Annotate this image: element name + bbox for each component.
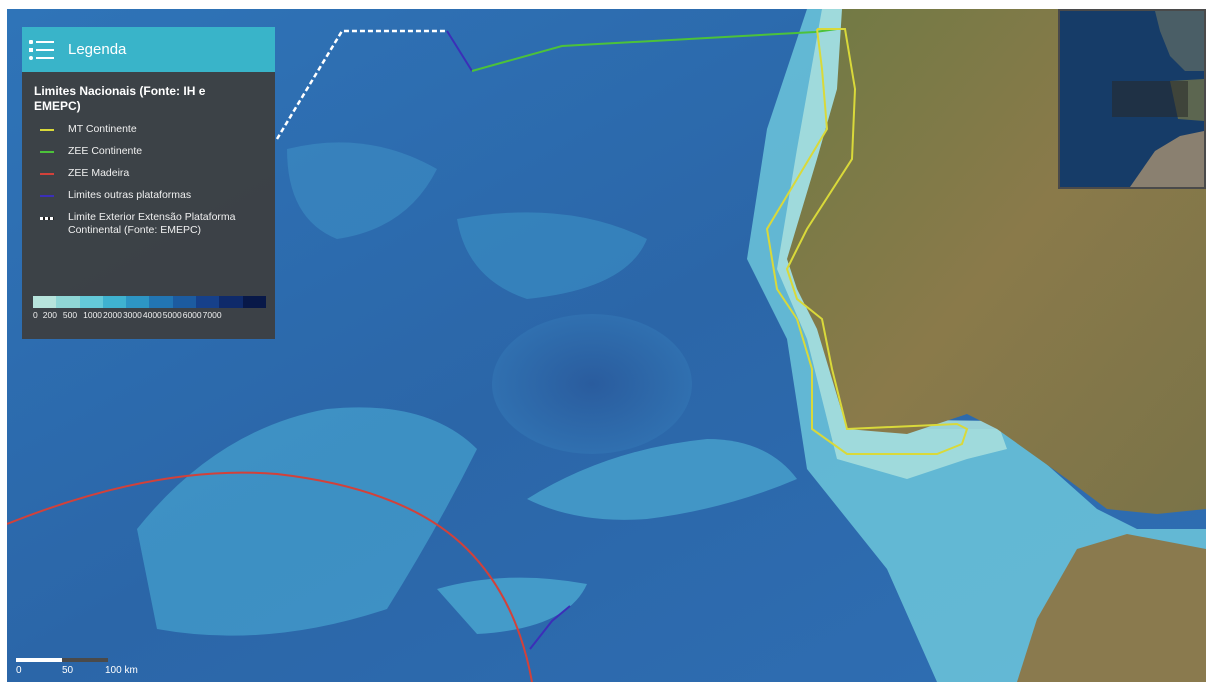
land-morocco bbox=[1017, 534, 1206, 682]
legend-title: Legenda bbox=[68, 41, 127, 58]
depth-scale-label: 2000 bbox=[103, 310, 122, 320]
legend-item-mt-continente: MT Continente bbox=[34, 123, 263, 136]
zee-madeira-swatch bbox=[40, 173, 54, 175]
legend-item-label: Limites outras plataformas bbox=[68, 189, 192, 201]
depth-color-step bbox=[172, 296, 197, 308]
depth-color-step bbox=[149, 296, 173, 308]
legend-item-other-platforms: Limites outras plataformas bbox=[34, 189, 263, 202]
legend-item-zee-continente: ZEE Continente bbox=[34, 145, 263, 158]
zee-madeira-line bbox=[7, 471, 533, 682]
legend-list-icon[interactable] bbox=[28, 35, 58, 65]
scale-bar: 0 50 100 km bbox=[14, 656, 164, 680]
scale-bar-graphic bbox=[16, 658, 108, 663]
other-platforms-swatch bbox=[40, 195, 54, 197]
legend-item-label: Limite Exterior Extensão Plataforma Cont… bbox=[68, 211, 236, 236]
other-platform-line-north bbox=[446, 30, 473, 72]
legend-section-title: Limites Nacionais (Fonte: IH e EMEPC) bbox=[34, 84, 206, 113]
scale-label-50: 50 bbox=[62, 665, 74, 676]
depth-color-step bbox=[56, 296, 80, 308]
scale-label-0: 0 bbox=[16, 665, 22, 676]
overview-canvas bbox=[1060, 11, 1204, 187]
abyssal-plain bbox=[492, 314, 692, 454]
mt-continente-swatch bbox=[40, 129, 54, 131]
depth-scale-label: 0 bbox=[33, 310, 38, 320]
seamount-north bbox=[287, 142, 437, 239]
depth-scale-label: 1000 bbox=[83, 310, 103, 320]
legend-item-outer-limit: Limite Exterior Extensão Plataforma Cont… bbox=[34, 211, 263, 237]
depth-color-step bbox=[242, 296, 266, 308]
overview-land-north bbox=[1155, 11, 1204, 71]
zee-continente-swatch bbox=[40, 151, 54, 153]
depth-color-step bbox=[79, 296, 103, 308]
depth-scale-label: 500 bbox=[62, 310, 78, 320]
depth-color-step bbox=[219, 296, 243, 308]
overview-extent-box[interactable] bbox=[1112, 81, 1188, 117]
legend-item-label: ZEE Madeira bbox=[68, 167, 130, 179]
depth-scale-label: 4000 bbox=[142, 310, 162, 320]
legend-panel: Legenda Limites Nacionais (Fonte: IH e E… bbox=[22, 27, 275, 339]
map-view[interactable] bbox=[7, 9, 1206, 682]
seamount-ridge bbox=[527, 439, 797, 520]
mt-continente-line bbox=[765, 28, 969, 455]
scale-label-100: 100 km bbox=[105, 665, 138, 676]
depth-scale-label: 200 bbox=[42, 310, 57, 320]
depth-color-step bbox=[126, 296, 150, 308]
legend-item-label: MT Continente bbox=[68, 123, 137, 135]
depth-scale-label: 3000 bbox=[122, 310, 142, 320]
legend-header[interactable]: Legenda bbox=[22, 27, 275, 72]
continental-shelf bbox=[747, 9, 1206, 682]
overview-land-africa bbox=[1130, 131, 1204, 187]
depth-color-step bbox=[33, 296, 57, 308]
outer-limit-swatch bbox=[40, 217, 54, 220]
seamount-south bbox=[437, 577, 587, 634]
seamount-cluster bbox=[137, 407, 477, 636]
depth-scale-label: 5000 bbox=[162, 310, 182, 320]
legend-item-zee-madeira: ZEE Madeira bbox=[34, 167, 263, 180]
depth-color-step bbox=[102, 296, 127, 308]
depth-color-step bbox=[196, 296, 220, 308]
seamount-center bbox=[457, 212, 647, 299]
depth-color-ramp bbox=[33, 296, 266, 308]
outer-limit-line bbox=[275, 29, 447, 140]
overview-map[interactable] bbox=[1058, 9, 1206, 189]
depth-scale-label: 7000 bbox=[202, 310, 222, 320]
legend-item-label: ZEE Continente bbox=[68, 145, 143, 157]
other-platform-line-south bbox=[529, 605, 571, 650]
zee-continente-line bbox=[471, 28, 838, 72]
depth-scale-label: 6000 bbox=[182, 310, 202, 320]
